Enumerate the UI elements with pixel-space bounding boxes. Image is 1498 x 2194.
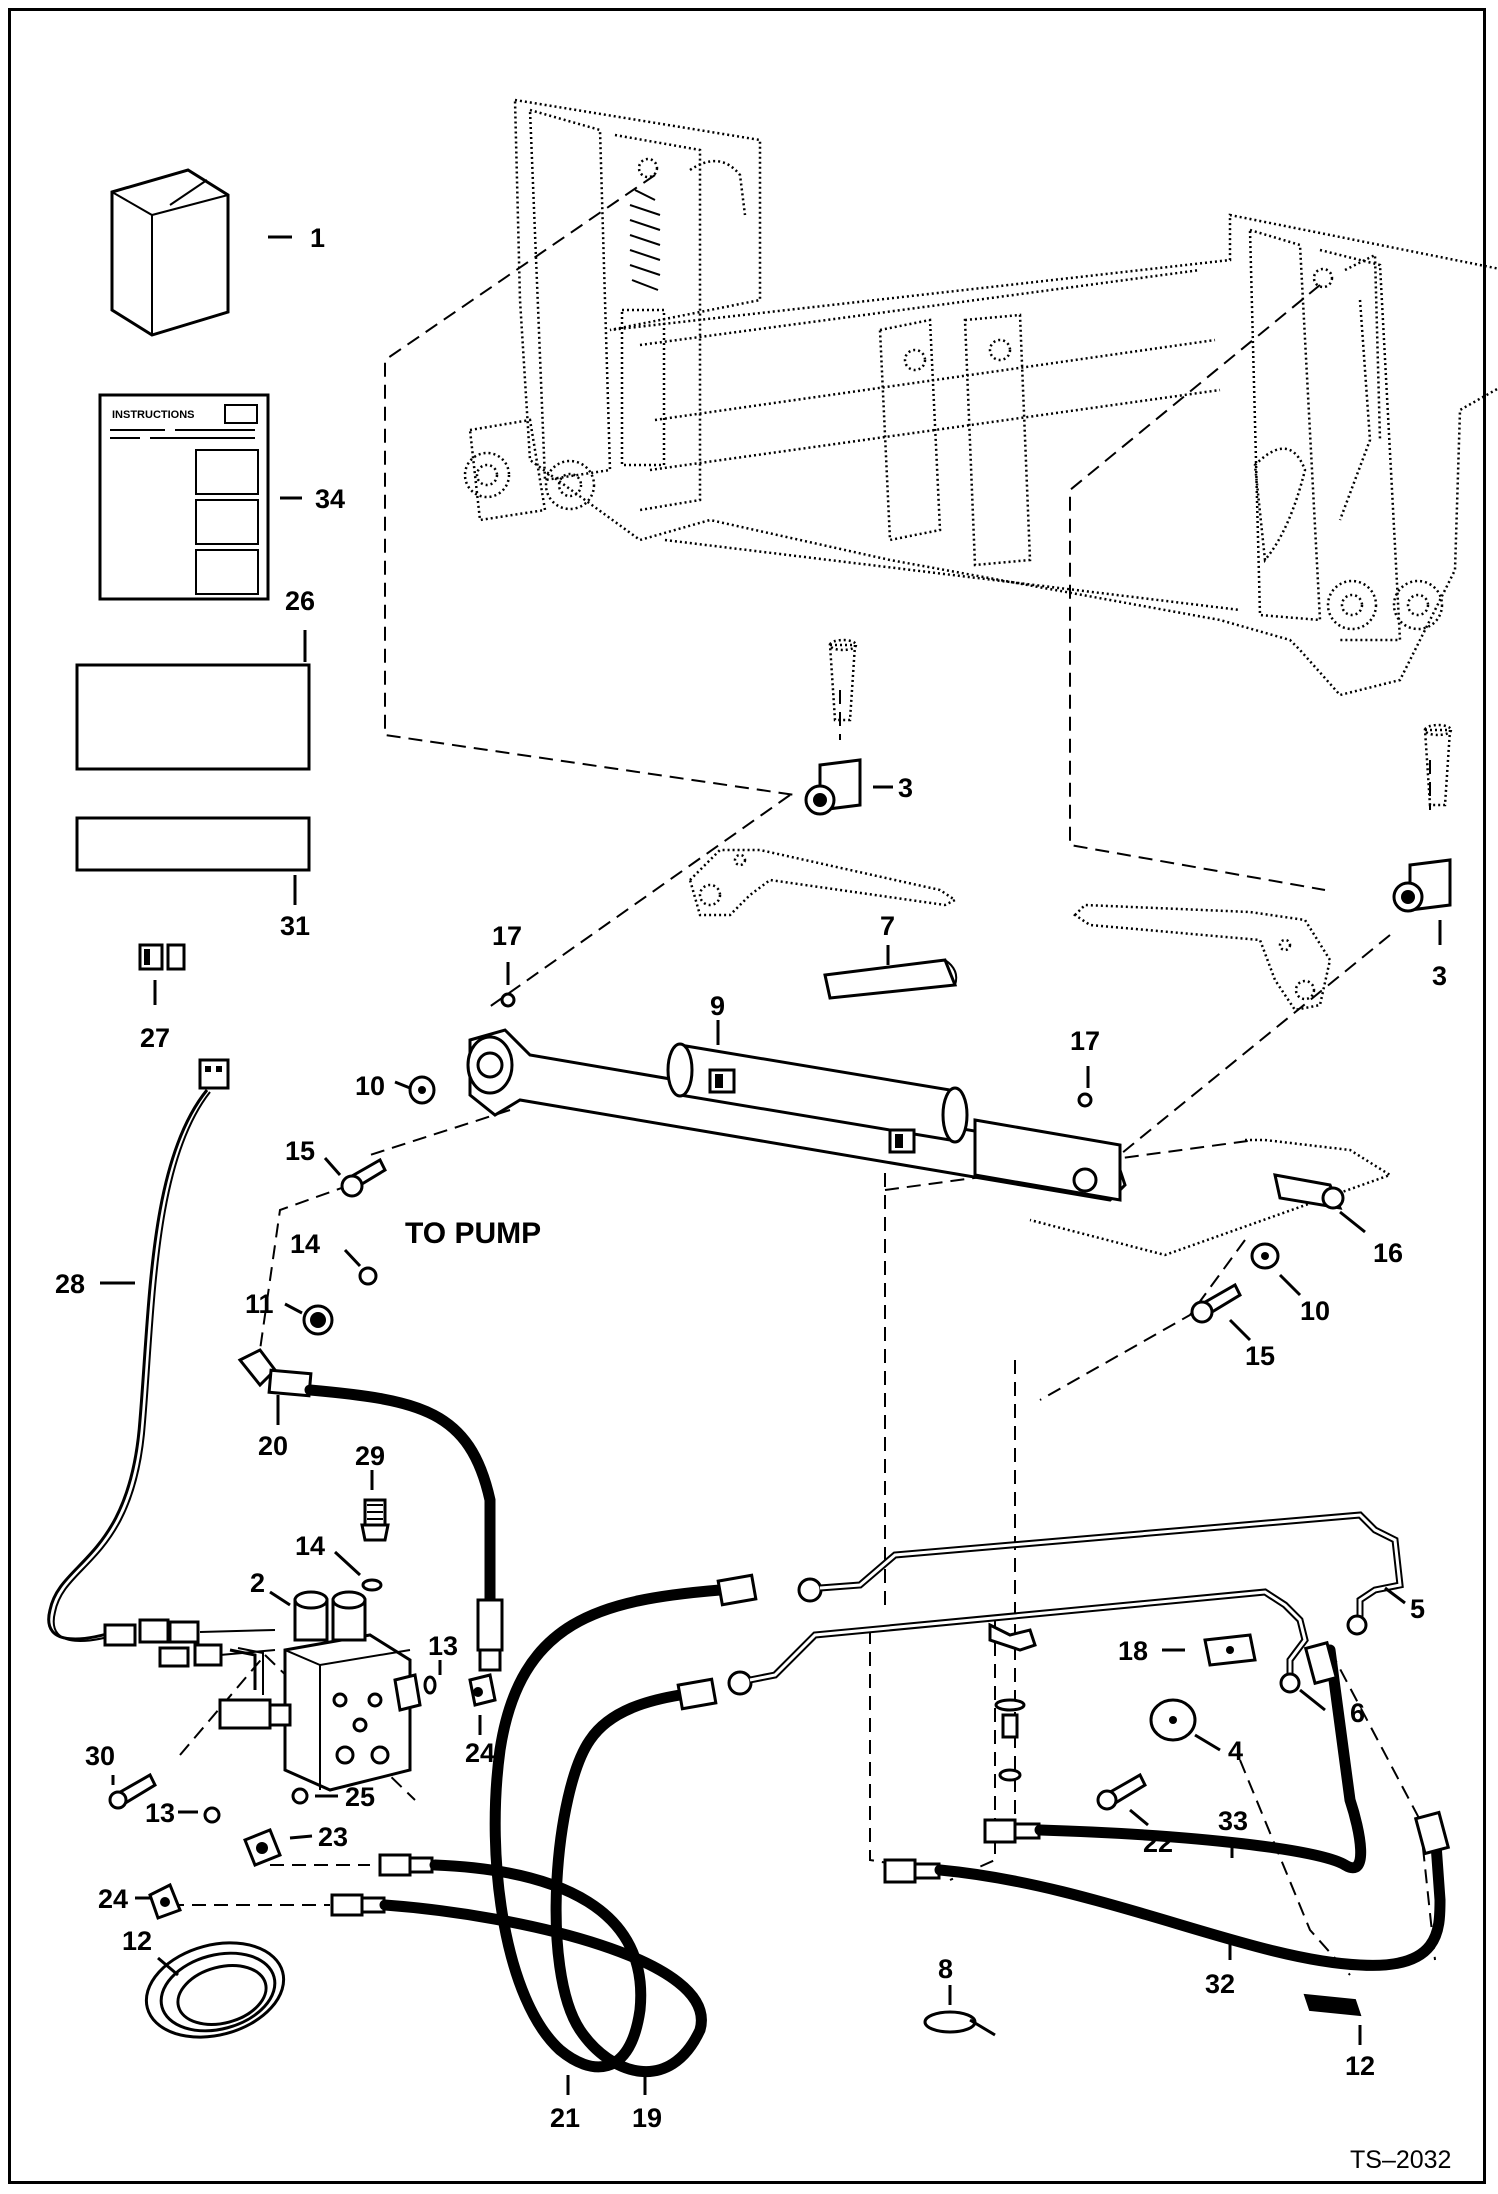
callout-17-right: 17 (1070, 1026, 1100, 1056)
part-17-grease-fitting-left (500, 962, 516, 1008)
part-30-bolt (108, 1772, 157, 1810)
drawing-border (8, 8, 1486, 2184)
part-29-plug (360, 1470, 390, 1542)
callout-9: 9 (710, 991, 725, 1021)
part-32-hose (883, 1810, 1451, 1971)
part-27-switch (138, 943, 186, 1005)
part-3-left-lock-block (804, 638, 893, 816)
callout-labels: 1 34 26 31 27 28 3 3 17 17 7 9 10 15 14 … (55, 223, 1451, 2174)
part-2-valve-block (218, 1590, 422, 1792)
part-4-disc (1149, 1698, 1221, 1752)
instructions-heading: INSTRUCTIONS (112, 409, 195, 421)
part-10-washer-right (1250, 1242, 1302, 1297)
callout-7: 7 (880, 911, 895, 941)
callout-24-upper: 24 (465, 1738, 495, 1768)
callout-31: 31 (280, 911, 310, 941)
callout-13-lower: 13 (145, 1798, 175, 1828)
bracket-assembly (988, 1622, 1037, 1782)
loader-mount-frame (463, 98, 1498, 697)
part-15-bolt-left (323, 1157, 387, 1198)
part-10-washer-left (394, 1075, 436, 1105)
callout-32: 32 (1205, 1969, 1235, 1999)
callout-17-left: 17 (492, 921, 522, 951)
part-3-right-lock-block (1392, 723, 1453, 945)
part-8-cable-tie (923, 1985, 996, 2037)
callout-3-right: 3 (1432, 961, 1447, 991)
callout-10-right: 10 (1300, 1296, 1330, 1326)
callout-27: 27 (140, 1023, 170, 1053)
part-20-pump-hose (237, 1348, 504, 1672)
part-33-hose (983, 1640, 1367, 1874)
callout-16: 16 (1373, 1238, 1403, 1268)
callout-5: 5 (1410, 1594, 1425, 1624)
callout-19: 19 (632, 2103, 662, 2133)
callout-15-left: 15 (285, 1136, 315, 1166)
callout-23: 23 (318, 1822, 348, 1852)
part-26-decal (75, 630, 311, 771)
callout-29: 29 (355, 1441, 385, 1471)
part-9-lock-cylinder (466, 1020, 1127, 1202)
callout-20: 20 (258, 1431, 288, 1461)
callout-28: 28 (55, 1269, 85, 1299)
callout-2: 2 (250, 1568, 265, 1598)
left-lock-lever (688, 848, 958, 917)
to-pump-note: TO PUMP (405, 1217, 541, 1250)
harness-connectors (103, 1618, 276, 1668)
callout-4: 4 (1228, 1736, 1243, 1766)
part-12-hose-sleeve (1303, 1993, 1362, 2045)
callout-3-left: 3 (898, 773, 913, 803)
callout-33: 33 (1218, 1806, 1248, 1836)
callout-10-left: 10 (355, 1071, 385, 1101)
part-13-o-ring-lower (178, 1806, 221, 1824)
part-19-hose (330, 1677, 718, 2095)
part-14-o-ring-valve (333, 1550, 383, 1592)
part-28-wire-harness (47, 1058, 230, 1642)
part-1-kit-box (110, 168, 292, 337)
right-lock-lever (1073, 903, 1332, 1012)
part-5-tube (797, 1511, 1406, 1636)
callout-15-right: 15 (1245, 1341, 1275, 1371)
callout-26: 26 (285, 586, 315, 616)
callout-1: 1 (310, 223, 325, 253)
part-25-o-ring (291, 1787, 338, 1805)
callout-14-valve: 14 (295, 1531, 325, 1561)
part-34-instructions-sheet: INSTRUCTIONS (98, 393, 302, 601)
part-16-clamp (1029, 1138, 1393, 1257)
reference-code: TS–2032 (1350, 2146, 1451, 2174)
part-14-o-ring-pump (343, 1248, 378, 1286)
part-23-elbow-fitting (243, 1828, 313, 1867)
part-12-hose-sleeve-coil (144, 1941, 286, 2039)
callout-6: 6 (1350, 1698, 1365, 1728)
part-7-cylinder-cover (823, 945, 958, 1000)
callout-25: 25 (345, 1782, 375, 1812)
callout-22: 22 (1143, 1828, 1173, 1858)
callout-12-right: 12 (1345, 2051, 1375, 2081)
part-22-bolt (1096, 1772, 1149, 1827)
part-24-fitting-upper (468, 1673, 497, 1735)
callout-21: 21 (550, 2103, 580, 2133)
part-6-tube (727, 1588, 1326, 1712)
part-24-fitting-lower (135, 1882, 182, 1920)
callout-24-lower: 24 (98, 1884, 128, 1914)
callout-8: 8 (938, 1954, 953, 1984)
callout-34: 34 (315, 484, 345, 514)
part-21-hose (378, 1573, 758, 2095)
callout-13-upper: 13 (428, 1631, 458, 1661)
part-15-bolt-right (1190, 1282, 1252, 1342)
part-18-clip (1162, 1633, 1257, 1667)
callout-11: 11 (245, 1289, 274, 1319)
callout-30: 30 (85, 1741, 115, 1771)
part-17-grease-fitting-right (1077, 1066, 1093, 1108)
callout-12-left: 12 (122, 1926, 152, 1956)
part-13-o-ring-upper (423, 1660, 442, 1695)
callout-14-pump: 14 (290, 1229, 320, 1259)
callout-18: 18 (1118, 1636, 1148, 1666)
part-11-fitting-nut (284, 1302, 334, 1336)
part-31-decal (75, 816, 311, 905)
